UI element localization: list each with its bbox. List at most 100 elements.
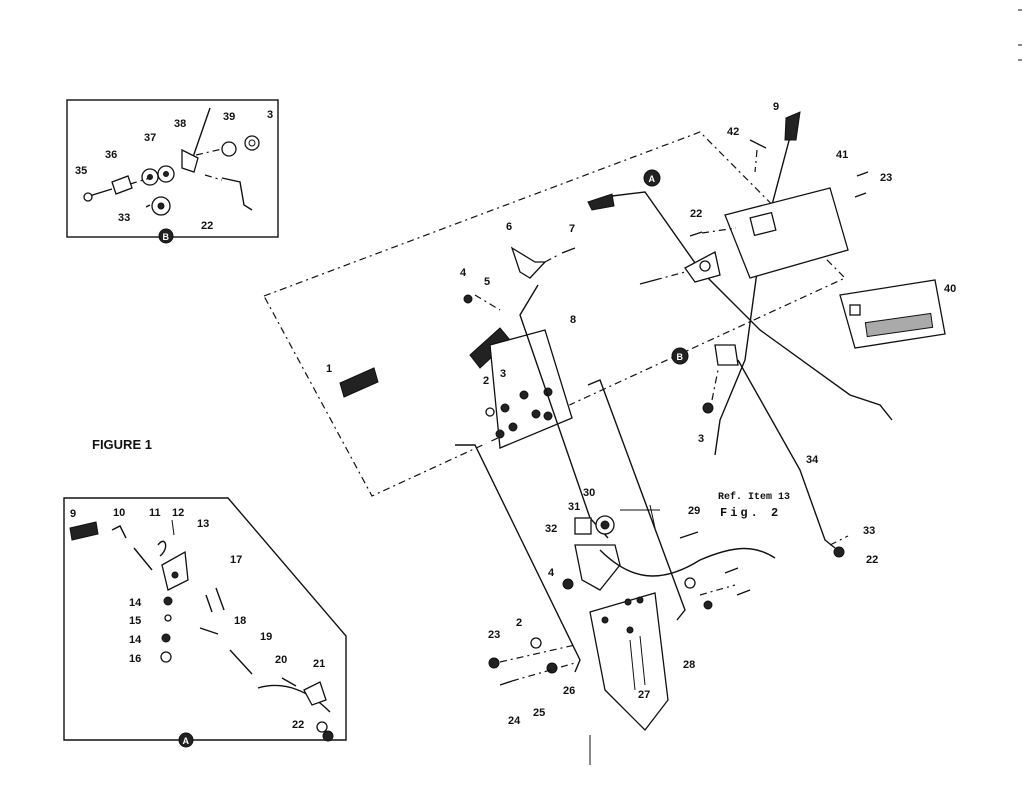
- nut-23b: [488, 657, 500, 669]
- nut-4: [463, 294, 473, 304]
- washer-15: [164, 614, 172, 622]
- screw-42: [749, 139, 767, 149]
- label-26: 26: [563, 685, 575, 697]
- label-28: 28: [683, 659, 695, 671]
- plate-27: [589, 592, 669, 731]
- screw-23a: [856, 171, 869, 177]
- nut-4b: [562, 578, 574, 590]
- callout-b-main: [671, 347, 689, 365]
- label-7: 7: [569, 223, 575, 235]
- cable-a: [594, 191, 893, 421]
- screw-23b: [854, 192, 867, 198]
- block-36: [111, 175, 133, 195]
- bracket-6: [510, 246, 547, 279]
- label-3: 3: [267, 109, 273, 121]
- pin-33: [145, 204, 151, 208]
- label-2b: 2: [516, 617, 522, 629]
- callout-a-inset-letter: A: [183, 736, 190, 746]
- label-38: 38: [174, 118, 186, 130]
- nut-16: [160, 651, 172, 663]
- label-19: 19: [260, 631, 272, 643]
- label-25: 25: [533, 707, 545, 719]
- label-12: 12: [172, 507, 184, 519]
- label-14a: 14: [129, 597, 142, 609]
- label-9: 9: [773, 101, 779, 113]
- label-6: 6: [506, 221, 512, 233]
- label-4: 4: [460, 267, 467, 279]
- label-24: 24: [508, 715, 521, 727]
- grip-1: [339, 367, 379, 398]
- callout-a-main: [643, 169, 661, 187]
- callout-b-main-letter: B: [677, 352, 684, 362]
- bracket-32: [574, 544, 621, 591]
- label-8: 8: [570, 314, 576, 326]
- label-14b: 14: [129, 634, 142, 646]
- figure-title: FIGURE 1: [92, 437, 152, 452]
- bushing-31: [574, 517, 592, 535]
- label-35: 35: [75, 165, 87, 177]
- label-33: 33: [863, 525, 875, 537]
- label-17: 17: [230, 554, 242, 566]
- reference-fig: Fig. 2: [720, 506, 781, 520]
- label-36: 36: [105, 149, 117, 161]
- washer-22b: [833, 546, 845, 558]
- label-10: 10: [113, 507, 125, 519]
- label-22: 22: [690, 208, 702, 220]
- nut-3: [244, 135, 260, 151]
- callout-b-inset-letter: B: [163, 232, 170, 242]
- inset-b: 38 39 3 37 36 35 33 22 B: [66, 99, 279, 244]
- bracket-b: [714, 344, 739, 366]
- reference-note: Ref. Item 13: [718, 491, 790, 503]
- label-40: 40: [944, 283, 956, 295]
- bracket-38: [181, 148, 199, 173]
- label-41: 41: [836, 149, 848, 161]
- callout-a-inset: [178, 732, 194, 748]
- label-34: 34: [806, 454, 819, 466]
- pin-18: [199, 627, 219, 635]
- label-3b: 3: [698, 433, 704, 445]
- handle-panel-outline: [263, 131, 847, 497]
- lever-20: [257, 684, 331, 713]
- plate-41: [724, 187, 849, 279]
- label-32: 32: [545, 523, 557, 535]
- label-33: 33: [118, 212, 130, 224]
- label-27: 27: [638, 689, 650, 701]
- label-23: 23: [880, 172, 892, 184]
- part-10: [111, 525, 127, 539]
- label-21: 21: [313, 658, 325, 670]
- bolt-7: [561, 247, 576, 254]
- label-1: 1: [326, 363, 332, 375]
- cable-lower: [599, 547, 776, 577]
- label-5: 5: [484, 276, 490, 288]
- label-22a: 22: [292, 719, 304, 731]
- label-13: 13: [197, 518, 209, 530]
- label-9a: 9: [70, 508, 76, 520]
- pins-17: [205, 587, 225, 613]
- label-3a: 3: [500, 368, 506, 380]
- bolt-24: [499, 680, 513, 686]
- label-11: 11: [149, 507, 161, 519]
- washer-14b: [161, 633, 171, 643]
- callout-b-inset: [158, 228, 174, 244]
- label-22: 22: [201, 220, 213, 232]
- lower-rod-left: [455, 444, 581, 673]
- label-37: 37: [144, 132, 156, 144]
- label-18: 18: [234, 615, 246, 627]
- label-22b: 22: [866, 554, 878, 566]
- bolt-22: [689, 231, 703, 237]
- washer-14a: [163, 596, 173, 606]
- arm-38: [191, 107, 211, 161]
- spring-11: [157, 540, 167, 557]
- knob-9: [784, 111, 801, 141]
- knob-9a: [69, 521, 99, 541]
- rod-11: [133, 547, 153, 571]
- label-4b: 4: [548, 567, 555, 579]
- label-42: 42: [727, 126, 739, 138]
- bracket-13: [161, 550, 189, 591]
- washer-2b: [530, 637, 542, 649]
- label-29: 29: [688, 505, 700, 517]
- label-2: 2: [483, 375, 489, 387]
- rod-19: [229, 649, 253, 675]
- washer-22a: [316, 721, 328, 733]
